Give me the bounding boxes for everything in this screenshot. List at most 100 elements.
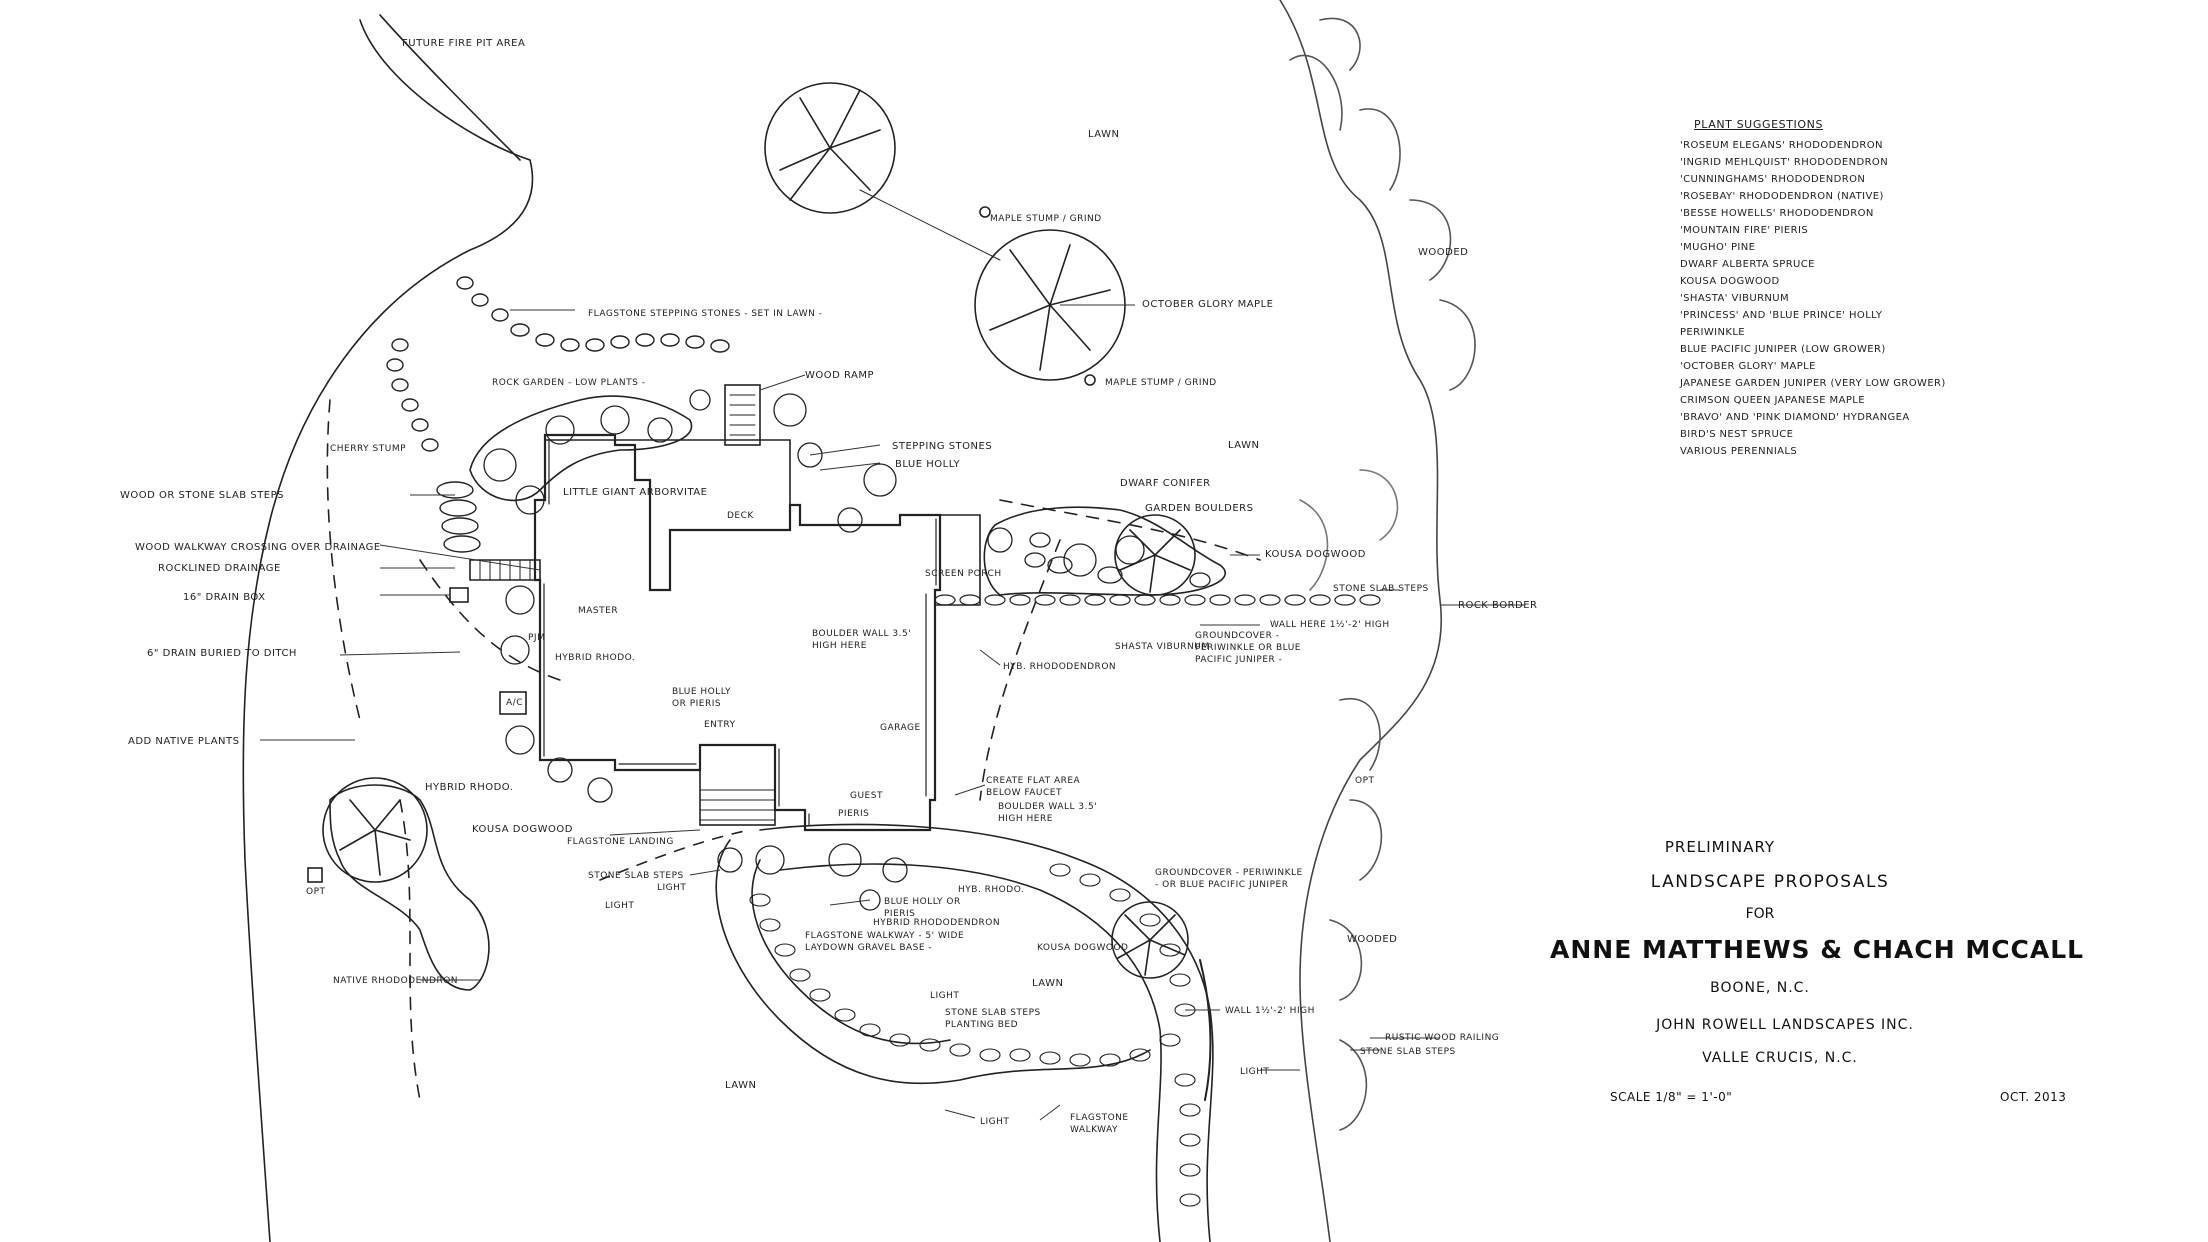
label-ac: A/C	[506, 698, 523, 708]
wood-line-top-left	[379, 14, 521, 161]
label-flagstone-walkway-2: Flagstone walkway	[1070, 1113, 1129, 1135]
label-kousa-dogwood-left: Kousa dogwood	[472, 824, 573, 835]
wood-stone-slab-steps	[436, 481, 481, 553]
label-maple-stump-2: Maple stump / grind	[1105, 378, 1217, 388]
label-hybrid-rhodo-2: Hybrid rhodo.	[425, 782, 514, 793]
plant-item: 'Rosebay' rhododendron (native)	[1680, 191, 1884, 202]
plant-item: Various perennials	[1680, 446, 1798, 457]
plant-suggestions-list: Plant suggestions 'Roseum Elegans' rhodo…	[1680, 118, 1980, 460]
label-cherry-stump: Cherry stump	[330, 444, 407, 454]
label-garage: Garage	[880, 723, 921, 733]
plant-item: 'Cunninghams' rhododendron	[1680, 174, 1866, 185]
title-landscape-proposals: Landscape Proposals	[1650, 872, 1890, 892]
plant-item: Crimson Queen Japanese maple	[1680, 395, 1865, 406]
title-client-name: Anne Matthews & Chach McCall	[1550, 935, 2085, 964]
label-little-giant: Little giant arborvitae	[563, 487, 708, 498]
label-hybrid-rhododendron: Hybrid rhododendron	[873, 918, 1001, 928]
plant-item: 'Ingrid Mehlquist' rhododendron	[1680, 157, 1889, 168]
label-deck: Deck	[727, 511, 754, 521]
dashed-lawn-edge-3	[399, 799, 421, 1101]
label-wood-ramp: Wood ramp	[805, 370, 875, 381]
label-guest: Guest	[850, 791, 883, 801]
label-light-3: Light	[1240, 1067, 1270, 1077]
plant-item: 'October Glory' maple	[1680, 361, 1816, 372]
maple-canopy-1	[764, 82, 896, 214]
label-flagstone-walkway: Flagstone walkway - 5' wide laydown grav…	[805, 931, 965, 953]
flagstone-walkway-inner	[779, 863, 1162, 1242]
label-shasta-viburnum: Shasta viburnum	[1115, 642, 1210, 652]
plant-item: 'Princess' and 'Blue Prince' holly	[1680, 310, 1883, 321]
house-footprint	[533, 433, 942, 832]
title-scale: Scale 1/8" = 1'-0"	[1610, 1090, 1733, 1104]
label-stone-slab-planting: Stone slab steps planting bed	[945, 1008, 1041, 1030]
label-opt-right: Opt	[1355, 776, 1375, 786]
shrubs-left	[483, 389, 908, 911]
label-add-native: Add native plants	[128, 736, 240, 747]
label-rock-border: Rock border	[1458, 600, 1538, 611]
label-light-2: Light	[930, 991, 960, 1001]
label-screen-porch: Screen porch	[925, 569, 1002, 579]
plant-item: Periwinkle	[1680, 327, 1746, 338]
walkway-loop-inner	[751, 859, 951, 1045]
label-hyb-rhodo-3: Hyb. rhodo.	[958, 885, 1025, 895]
label-wooded-right: Wooded	[1347, 934, 1398, 945]
label-boulder-wall: Boulder wall 3.5' high here	[998, 802, 1098, 824]
plant-item: 'Roseum Elegans' rhododendron	[1680, 140, 1883, 151]
label-wood-walkway: Wood walkway crossing over drainage	[135, 542, 381, 553]
title-firm: John Rowell Landscapes Inc.	[1656, 1017, 1914, 1033]
label-flagstone-stepping: Flagstone stepping stones - set in lawn …	[588, 309, 823, 319]
plant-item: 'Mugho' pine	[1680, 242, 1756, 253]
label-rustic-railing: Rustic wood railing	[1385, 1033, 1500, 1043]
plant-item: 'Besse Howells' rhododendron	[1680, 208, 1874, 219]
native-rhodo-bed	[329, 784, 490, 991]
label-lawn-top: Lawn	[1088, 129, 1120, 140]
label-create-flat-area: Create flat area below faucet	[986, 776, 1081, 798]
plant-item: Japanese garden juniper (very low grower…	[1680, 378, 1946, 389]
label-dwarf-conifer: Dwarf conifer	[1120, 478, 1211, 489]
drain-box	[449, 587, 469, 603]
wooded-edge-line	[1279, 0, 1443, 1242]
dashed-lawn-edge	[326, 399, 361, 721]
walkway-stones	[749, 863, 1201, 1207]
ac-unit	[499, 691, 527, 715]
label-wall-here-bottom: Wall 1½'-2' high	[1225, 1006, 1315, 1016]
label-border-wall: Boulder wall 3.5' high here	[812, 629, 912, 651]
label-wood-stone-steps: Wood or stone slab steps	[120, 490, 284, 501]
wood-ramp	[724, 384, 761, 446]
plant-suggestions-title: Plant suggestions	[1694, 118, 1824, 131]
label-stone-slab-steps-bottom: Stone slab steps	[1360, 1047, 1456, 1057]
rock-garden-bed	[469, 395, 693, 502]
wall-lower	[1199, 959, 1212, 1101]
label-future-fire-pit: Future fire pit area	[402, 38, 526, 49]
plant-item: 'Shasta' viburnum	[1680, 293, 1790, 304]
kousa-dogwood-left	[322, 777, 428, 883]
label-wooded-top: Wooded	[1418, 247, 1469, 258]
label-light-1: Light	[657, 883, 687, 893]
wood-walkway	[469, 559, 541, 581]
title-date: Oct. 2013	[2000, 1090, 2067, 1104]
label-entry: Entry	[704, 720, 736, 730]
dashed-lawn-edge-6	[599, 829, 751, 881]
label-stone-slab-steps-left: Stone slab steps	[588, 871, 684, 881]
stone-slab-steps-right	[934, 594, 1381, 606]
entry-steps	[699, 744, 776, 826]
plant-item: Blue Pacific juniper (low grower)	[1680, 344, 1886, 355]
label-drain-buried: 6" drain buried to ditch	[147, 648, 297, 659]
title-preliminary: Preliminary	[1664, 838, 1776, 856]
label-stone-slab-steps-right: Stone slab steps	[1333, 584, 1429, 594]
right-garden-bed	[983, 506, 1227, 596]
label-lawn-mid: Lawn	[1228, 440, 1260, 451]
label-kousa-dogwood-bottom: Kousa dogwood	[1037, 943, 1129, 953]
title-firm-location: Valle Crucis, N.C.	[1702, 1050, 1858, 1066]
label-hyb-rhododendron: Hyb. rhododendron	[1003, 662, 1117, 672]
title-location: Boone, N.C.	[1710, 980, 1810, 996]
label-kousa-dogwood-right: Kousa dogwood	[1265, 549, 1366, 560]
label-lawn-bottom-left: Lawn	[725, 1080, 757, 1091]
label-garden-boulders: Garden boulders	[1145, 503, 1254, 514]
plant-item: Bird's nest spruce	[1680, 429, 1794, 440]
label-native-rhododendron: Native rhododendron	[333, 976, 459, 986]
label-master: Master	[578, 606, 619, 616]
label-stepping-stones: Stepping stones	[892, 441, 993, 452]
label-opt: Opt	[306, 887, 326, 897]
screen-porch	[899, 514, 981, 606]
